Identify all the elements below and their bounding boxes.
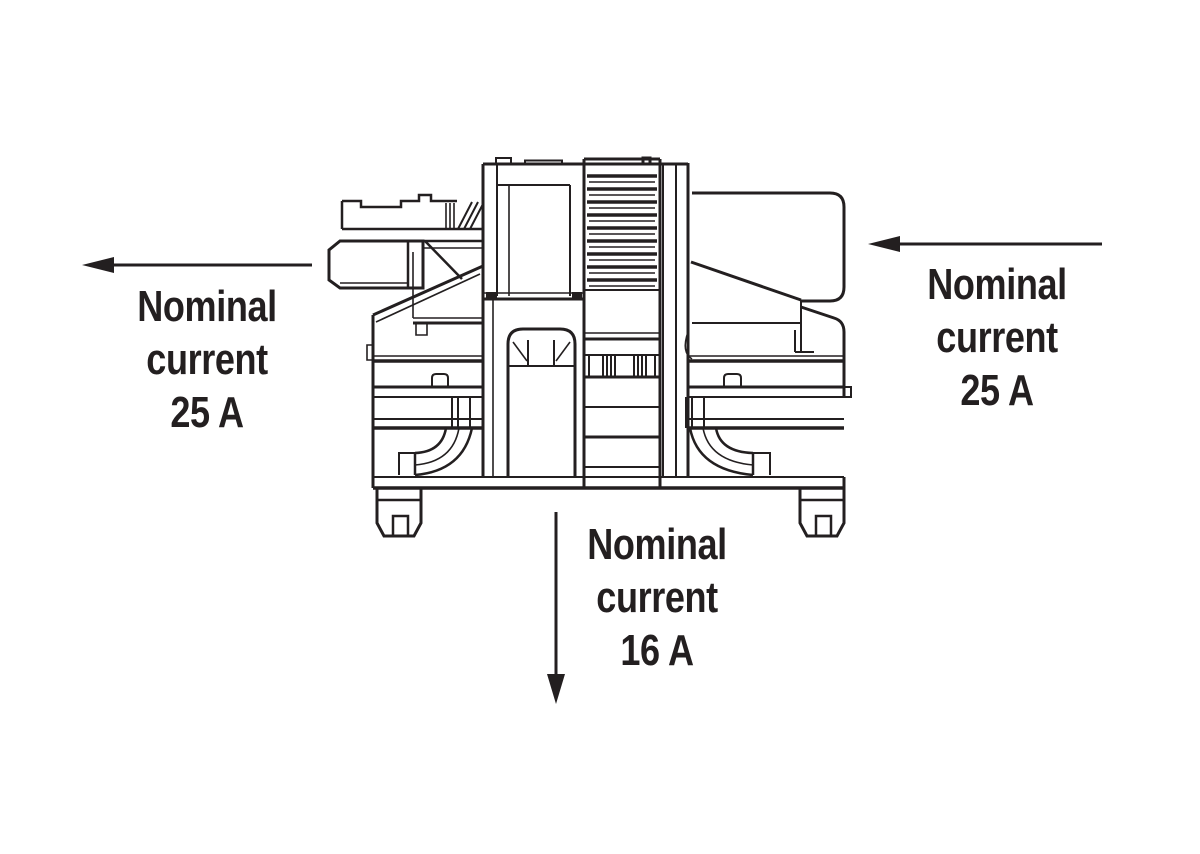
annotation-right-line3: 25 A (960, 366, 1034, 415)
left-arrow-icon (82, 257, 312, 273)
annotation-right-line1: Nominal (927, 260, 1067, 309)
annotation-bottom-line1: Nominal (587, 520, 727, 569)
tower-ribs (587, 174, 657, 287)
annotation-bottom-line2: current (596, 573, 718, 622)
annotation-left-line1: Nominal (137, 282, 277, 331)
down-arrow-icon (547, 512, 565, 704)
annotation-left: Nominal current 25 A (76, 280, 338, 439)
left-elbow (398, 427, 474, 477)
annotation-left-line3: 25 A (170, 388, 244, 437)
device-drawing (327, 156, 852, 538)
annotation-bottom-line3: 16 A (620, 626, 694, 675)
annotation-right-line2: current (936, 313, 1058, 362)
right-elbow (688, 427, 771, 477)
annotation-right: Nominal current 25 A (866, 258, 1128, 417)
right-foot (798, 488, 846, 538)
annotation-bottom: Nominal current 16 A (526, 518, 788, 677)
lever-arm (340, 193, 484, 231)
plug (327, 239, 483, 290)
left-foot (375, 488, 423, 538)
right-arrow-icon (868, 236, 1102, 252)
annotation-left-line2: current (146, 335, 268, 384)
